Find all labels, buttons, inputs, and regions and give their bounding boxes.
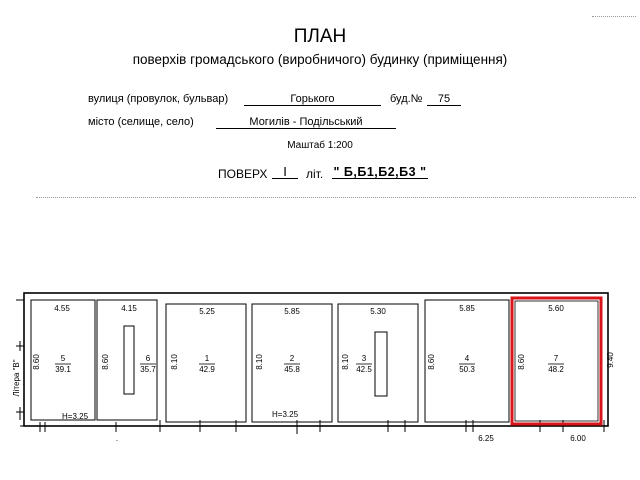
bottom-dim: 6.25 [478, 434, 494, 443]
room-number-4: 4 [465, 354, 470, 363]
room-number-7: 7 [554, 354, 559, 363]
room-depth-5: 8.60 [32, 354, 41, 370]
room-area-7: 48.2 [548, 365, 564, 374]
building-value: 75 [427, 93, 461, 106]
room-2 [251, 303, 333, 423]
height-note: H=3.25 [62, 412, 89, 421]
room-depth-4: 8.60 [427, 354, 436, 370]
room-depth-3: 8.10 [341, 354, 350, 370]
room-number-1: 1 [205, 354, 210, 363]
column [123, 325, 135, 395]
room-width-2: 5.85 [284, 307, 300, 316]
room-area-2: 45.8 [284, 365, 300, 374]
room-5 [30, 299, 96, 421]
bottom-dim: 6.00 [570, 434, 586, 443]
city-value: Могилів - Подільський [216, 116, 396, 129]
liter-label: літ. [306, 167, 324, 181]
room-area-6: 35.7 [140, 365, 156, 374]
document-title: ПЛАН [293, 26, 347, 47]
height-note: H=3.25 [272, 410, 299, 419]
room-width-6: 4.15 [121, 304, 137, 313]
room-6 [96, 299, 158, 421]
street-value: Горького [244, 93, 381, 106]
room-depth-7: 8.60 [517, 354, 526, 370]
room-area-5: 39.1 [55, 365, 71, 374]
room-number-6: 6 [146, 354, 151, 363]
room-width-3: 5.30 [370, 307, 386, 316]
room-7-highlight [510, 296, 603, 426]
room-area-3: 42.5 [356, 365, 372, 374]
floor-label: ПОВЕРХ [218, 167, 268, 181]
city-label: місто (селище, село) [88, 116, 194, 128]
liter-value: " Б,Б1,Б2,Б3 " [332, 165, 428, 179]
room-area-4: 50.3 [459, 365, 475, 374]
guide-line [36, 197, 636, 198]
document-subtitle: поверхів громадського (виробничого) буди… [132, 52, 508, 67]
room-depth-6: 8.60 [101, 354, 110, 370]
overall-depth: 9.40 [606, 352, 615, 368]
scale-label: Маштаб 1:200 [287, 140, 353, 151]
room-3 [337, 303, 419, 423]
room-width-1: 5.25 [199, 307, 215, 316]
building-label: буд.№ [390, 93, 423, 105]
room-depth-1: 8.10 [170, 354, 179, 370]
svg-text:.: . [116, 434, 118, 443]
room-width-5: 4.55 [54, 304, 70, 313]
column [374, 331, 388, 397]
room-1 [165, 303, 247, 423]
street-label: вулиця (провулок, бульвар) [88, 93, 229, 105]
guide-line [592, 16, 636, 17]
room-area-1: 42.9 [199, 365, 215, 374]
room-number-3: 3 [362, 354, 367, 363]
room-width-7: 5.60 [548, 304, 564, 313]
room-4 [424, 299, 510, 423]
room-depth-2: 8.10 [255, 354, 264, 370]
side-label: Літера "В" [12, 359, 21, 396]
room-width-4: 5.85 [459, 304, 475, 313]
room-7 [514, 300, 599, 422]
room-number-5: 5 [61, 354, 66, 363]
room-number-2: 2 [290, 354, 295, 363]
floor-value: I [272, 165, 298, 179]
